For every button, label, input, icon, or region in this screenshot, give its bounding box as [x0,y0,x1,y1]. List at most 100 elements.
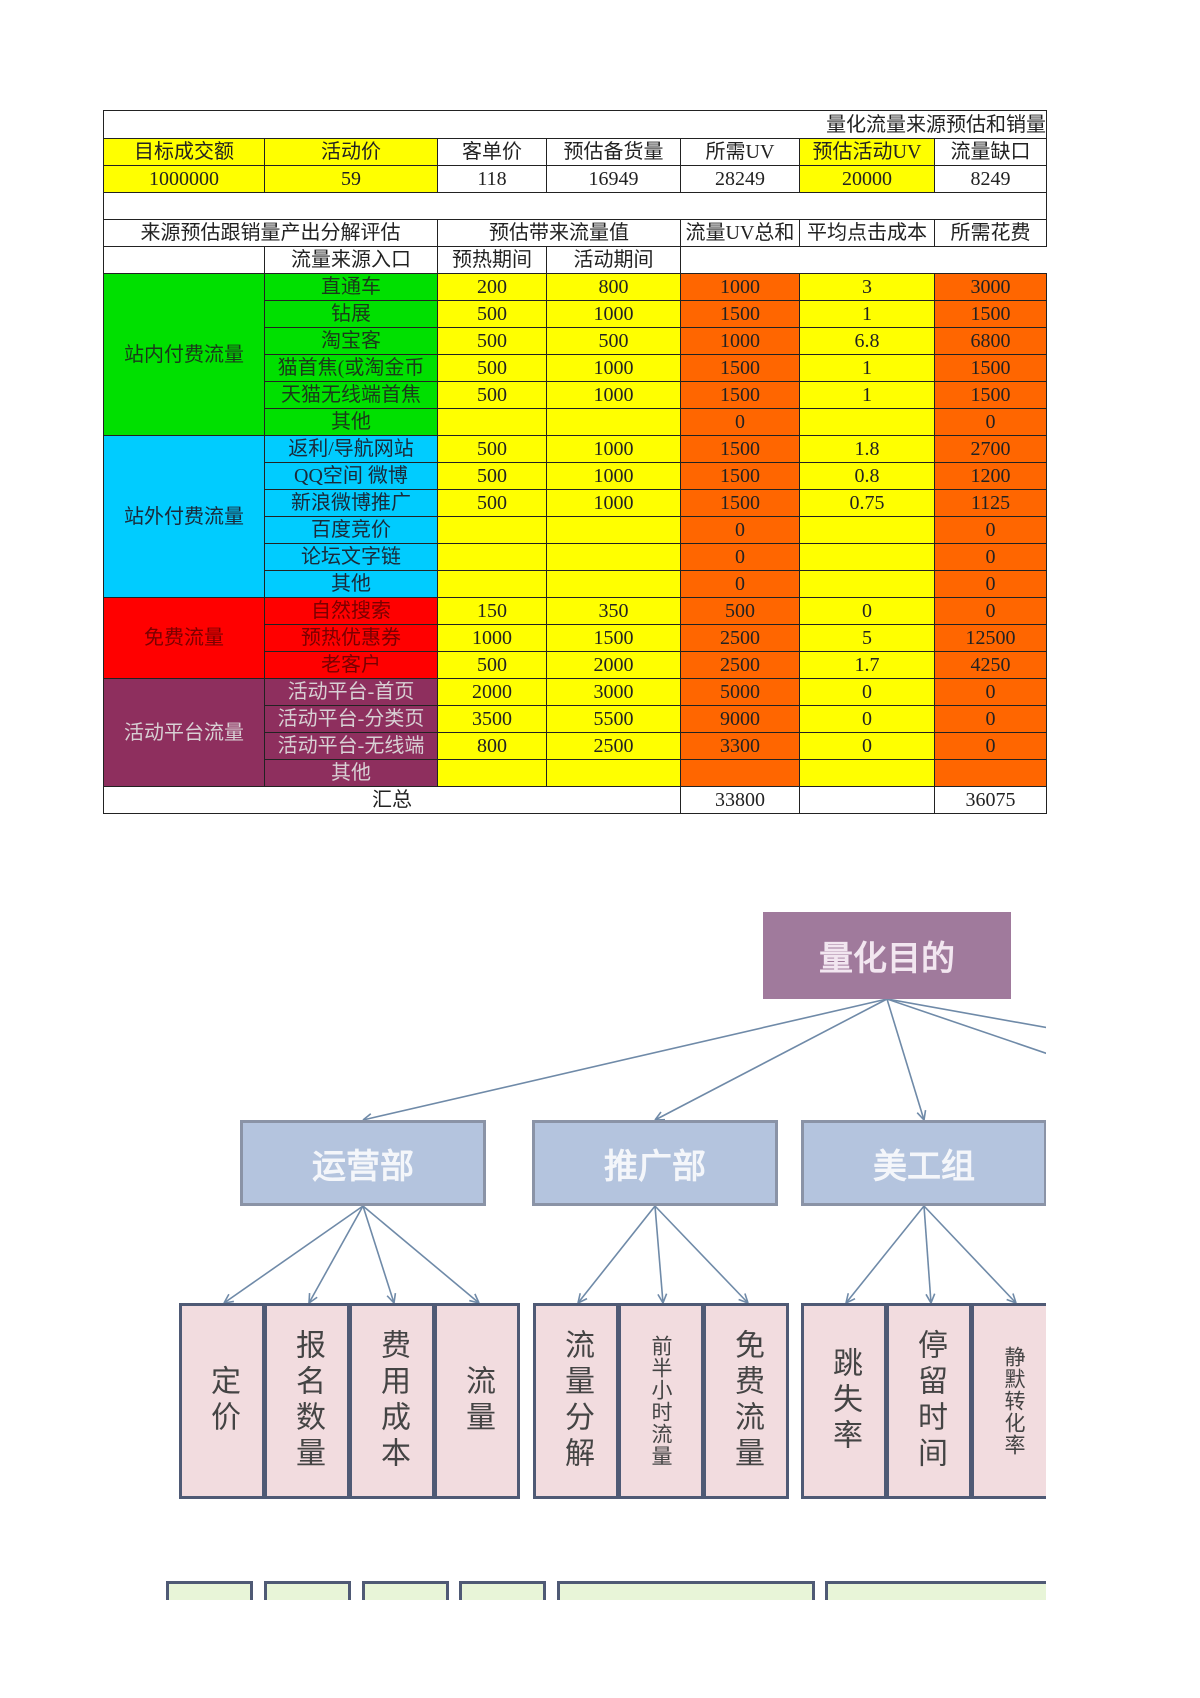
summary-header[interactable]: 预估活动UV [799,138,935,166]
activity-cell[interactable]: 2500 [546,732,681,760]
cost-cell[interactable]: 1500 [933,300,1048,328]
uv-total-cell[interactable]: 2500 [680,624,800,652]
preheat-cell[interactable] [437,759,547,787]
group-label[interactable]: 免费流量 [103,597,265,679]
source-cell[interactable]: 钻展 [264,300,438,328]
summary-value[interactable]: 118 [437,165,547,193]
activity-cell[interactable] [546,543,681,571]
uv-total-cell[interactable]: 0 [680,570,800,598]
preheat-cell[interactable] [437,570,547,598]
preheat-cell[interactable] [437,543,547,571]
cpc-cell[interactable] [799,516,935,544]
cost-cell[interactable]: 4250 [933,651,1048,679]
source-cell[interactable]: 老客户 [264,651,438,679]
source-cell[interactable]: 直通车 [264,273,438,301]
summary-header[interactable]: 所需UV [680,138,800,166]
cpc-cell[interactable]: 6.8 [799,327,935,355]
total-cost[interactable]: 36075 [933,786,1048,814]
preheat-cell[interactable]: 500 [437,489,547,517]
source-cell[interactable]: 百度竞价 [264,516,438,544]
preheat-cell[interactable]: 200 [437,273,547,301]
source-cell[interactable]: 返利/导航网站 [264,435,438,463]
uv-total-cell[interactable]: 1500 [680,300,800,328]
activity-cell[interactable]: 1000 [546,435,681,463]
preheat-cell[interactable]: 2000 [437,678,547,706]
cpc-cell[interactable] [799,543,935,571]
cpc-cell[interactable]: 0.75 [799,489,935,517]
uv-total-cell[interactable]: 1500 [680,381,800,409]
source-cell[interactable]: 活动平台-分类页 [264,705,438,733]
uv-total-cell[interactable]: 0 [680,408,800,436]
source-cell[interactable]: 淘宝客 [264,327,438,355]
source-cell[interactable]: 天猫无线端首焦 [264,381,438,409]
uv-total-cell[interactable]: 5000 [680,678,800,706]
activity-cell[interactable]: 800 [546,273,681,301]
cost-cell[interactable]: 3000 [933,273,1048,301]
cpc-cell[interactable]: 0 [799,732,935,760]
source-cell[interactable]: 新浪微博推广 [264,489,438,517]
group-label[interactable]: 活动平台流量 [103,678,265,787]
uv-total-cell[interactable]: 2500 [680,651,800,679]
uv-total-cell[interactable]: 500 [680,597,800,625]
cpc-cell[interactable]: 1 [799,300,935,328]
blank-cell[interactable] [102,192,1048,220]
cpc-cell[interactable]: 1.8 [799,435,935,463]
cpc-cell[interactable]: 1 [799,381,935,409]
source-cell[interactable]: 其他 [264,408,438,436]
summary-header[interactable]: 目标成交额 [103,138,265,166]
activity-cell[interactable]: 350 [546,597,681,625]
activity-cell[interactable] [546,759,681,787]
header-uv-total[interactable]: 流量UV总和 [680,219,800,247]
group-label[interactable]: 站外付费流量 [103,435,265,598]
cost-cell[interactable]: 1125 [933,489,1048,517]
cost-cell[interactable]: 2700 [933,435,1048,463]
preheat-cell[interactable]: 500 [437,381,547,409]
uv-total-cell[interactable] [680,759,800,787]
cost-cell[interactable] [933,759,1048,787]
activity-cell[interactable]: 2000 [546,651,681,679]
preheat-cell[interactable]: 800 [437,732,547,760]
summary-value[interactable]: 20000 [799,165,935,193]
activity-cell[interactable] [546,408,681,436]
summary-value[interactable]: 1000000 [103,165,265,193]
cost-cell[interactable]: 0 [933,732,1048,760]
uv-total-cell[interactable]: 1500 [680,435,800,463]
uv-total-cell[interactable]: 0 [680,516,800,544]
cost-cell[interactable]: 1500 [933,381,1048,409]
source-cell[interactable]: 其他 [264,570,438,598]
total-label[interactable]: 汇总 [103,786,681,814]
uv-total-cell[interactable]: 3300 [680,732,800,760]
blank-cell[interactable] [679,246,1047,274]
uv-total-cell[interactable]: 0 [680,543,800,571]
total-uv[interactable]: 33800 [680,786,800,814]
header-expected-traffic[interactable]: 预估带来流量值 [437,219,681,247]
source-cell[interactable]: 活动平台-无线端 [264,732,438,760]
source-cell[interactable]: 预热优惠券 [264,624,438,652]
activity-cell[interactable]: 1500 [546,624,681,652]
cost-cell[interactable]: 0 [933,597,1048,625]
cost-cell[interactable]: 12500 [933,624,1048,652]
source-cell[interactable]: 猫首焦(或淘金币 [264,354,438,382]
blank-cell[interactable] [103,246,265,274]
cost-cell[interactable]: 1500 [933,354,1048,382]
cost-cell[interactable]: 0 [933,678,1048,706]
activity-cell[interactable]: 1000 [546,381,681,409]
cpc-cell[interactable]: 0 [799,705,935,733]
uv-total-cell[interactable]: 1000 [680,327,800,355]
activity-cell[interactable]: 1000 [546,354,681,382]
cpc-cell[interactable]: 0 [799,678,935,706]
summary-header[interactable]: 流量缺口 [933,138,1048,166]
cost-cell[interactable]: 1200 [933,462,1048,490]
preheat-cell[interactable]: 1000 [437,624,547,652]
preheat-cell[interactable]: 3500 [437,705,547,733]
uv-total-cell[interactable]: 1500 [680,354,800,382]
summary-value[interactable]: 16949 [546,165,681,193]
preheat-cell[interactable]: 500 [437,462,547,490]
group-label[interactable]: 站内付费流量 [103,273,265,436]
cost-cell[interactable]: 0 [933,408,1048,436]
activity-cell[interactable]: 3000 [546,678,681,706]
uv-total-cell[interactable]: 1500 [680,462,800,490]
header-avg-cpc[interactable]: 平均点击成本 [799,219,935,247]
source-cell[interactable]: 活动平台-首页 [264,678,438,706]
cpc-cell[interactable] [799,759,935,787]
